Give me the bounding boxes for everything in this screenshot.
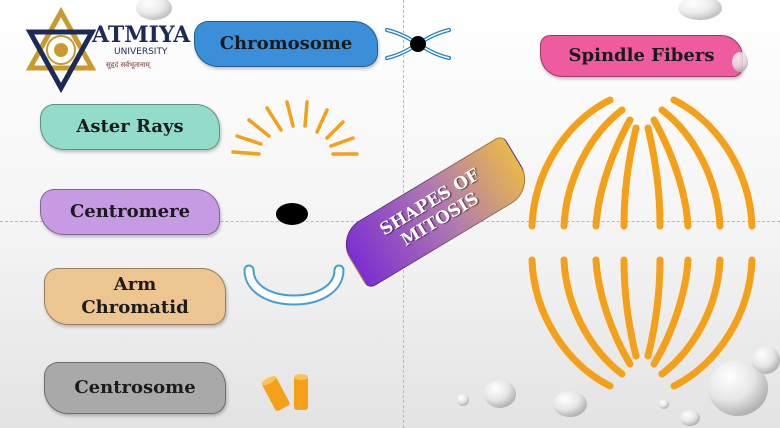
mitosis-slide: ATMIYA UNIVERSITY सुहृदं सर्वभूतानाम् Ch… [0,0,780,428]
water-droplets-decoration [0,0,780,428]
